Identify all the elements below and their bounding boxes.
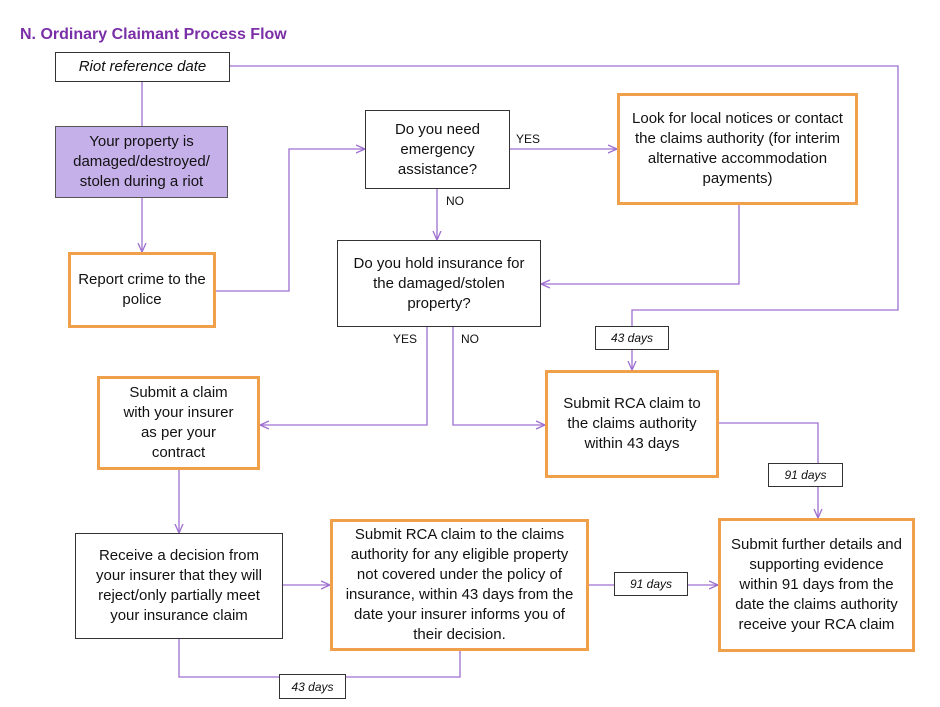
- node-insurance-question: Do you hold insurance for the damaged/st…: [337, 240, 541, 327]
- node-emergency-question: Do you need emergency assistance?: [365, 110, 510, 189]
- node-receive-decision: Receive a decision from your insurer tha…: [75, 533, 283, 639]
- node-local-notices: Look for local notices or contact the cl…: [617, 93, 858, 205]
- edge-insurance-yes: [260, 327, 428, 425]
- node-property-damaged: Your property is damaged/destroyed/ stol…: [55, 126, 228, 198]
- node-further-details: Submit further details and supporting ev…: [718, 518, 915, 652]
- label-yes-insurance: YES: [393, 332, 418, 346]
- edge-report-to-emergency: [216, 149, 365, 292]
- label-91-days-mid: 91 days: [614, 572, 688, 596]
- node-submit-rca-43: Submit RCA claim to the claims authority…: [545, 370, 719, 478]
- label-no-emergency: NO: [446, 194, 464, 208]
- node-submit-insurer: Submit a claim with your insurer as per …: [97, 376, 260, 470]
- node-riot-reference-date: Riot reference date: [55, 52, 230, 82]
- diagram-title: N. Ordinary Claimant Process Flow: [20, 26, 287, 43]
- node-submit-rca-eligible: Submit RCA claim to the claims authority…: [330, 519, 589, 651]
- edge-insurance-no: [452, 327, 545, 425]
- label-43-days-bottom: 43 days: [279, 674, 346, 699]
- label-yes-emergency: YES: [516, 132, 541, 146]
- label-no-insurance: NO: [461, 332, 479, 346]
- label-91-days-right: 91 days: [768, 463, 843, 487]
- node-report-crime: Report crime to the police: [68, 252, 216, 328]
- label-43-days-top: 43 days: [595, 326, 669, 350]
- edge-notices-to-insurance: [541, 205, 740, 284]
